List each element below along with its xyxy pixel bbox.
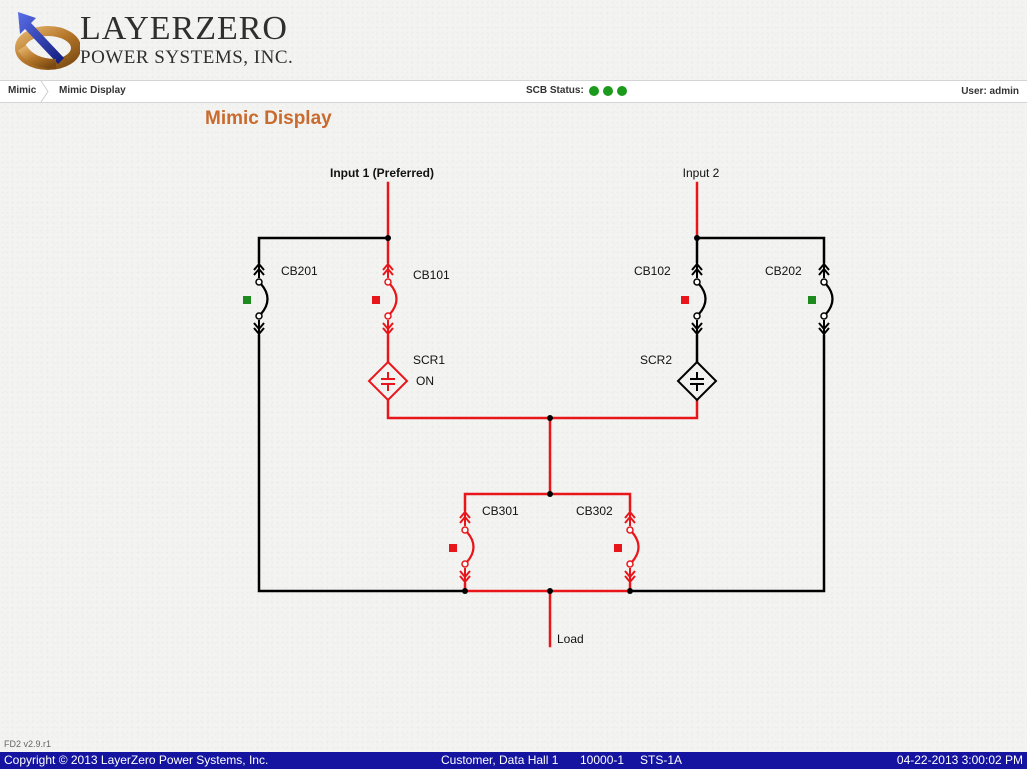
junction-dot [547, 491, 553, 497]
status-footer: Copyright © 2013 LayerZero Power Systems… [0, 752, 1027, 769]
input1-bypass-bus [257, 236, 390, 264]
cb302-breaker[interactable] [614, 510, 640, 584]
junction-dot [694, 235, 700, 241]
cb101-breaker[interactable] [372, 262, 398, 336]
cb201-label: CB201 [281, 264, 318, 278]
user-label: User: admin [961, 86, 1019, 97]
layerzero-logo-icon [15, 12, 80, 70]
unit-text: STS-1A [640, 753, 683, 767]
cb301-breaker[interactable] [449, 510, 475, 584]
input2-bypass-bus [695, 236, 826, 264]
page-title: Mimic Display [205, 108, 332, 129]
scr2-symbol[interactable] [676, 360, 718, 402]
cb202-label: CB202 [765, 264, 802, 278]
scr1-status: ON [416, 374, 434, 388]
scb-status-led [603, 86, 613, 96]
mimic-diagram: Input 1 (Preferred) Input 2 CB201 CB101 … [243, 166, 834, 648]
cb302-state-indicator [614, 544, 622, 552]
cb301-label: CB301 [482, 504, 519, 518]
cb201-breaker[interactable] [243, 262, 269, 336]
input1-label: Input 1 (Preferred) [330, 166, 434, 180]
breadcrumb-mimic-display[interactable]: Mimic Display [59, 85, 126, 96]
load-label: Load [557, 632, 584, 646]
junction-dot [627, 588, 633, 594]
brand-name: LAYERZERO [80, 10, 288, 47]
header: LAYERZERO POWER SYSTEMS, INC. [0, 0, 1027, 80]
junction-dot [547, 415, 553, 421]
version-label: FD2 v2.9.r1 [4, 739, 52, 749]
cb201-state-indicator [243, 296, 251, 304]
breadcrumb: Mimic Mimic Display SCB Status: User: ad… [0, 80, 1027, 103]
scb-status-label: SCB Status: [526, 85, 584, 96]
cb301-state-indicator [449, 544, 457, 552]
cb302-label: CB302 [576, 504, 613, 518]
input2-label: Input 2 [683, 166, 720, 180]
scr-output-bus [386, 398, 699, 420]
junction-dot [462, 588, 468, 594]
cb102-breaker[interactable] [681, 262, 707, 336]
brand-subtitle: POWER SYSTEMS, INC. [80, 47, 294, 68]
breadcrumb-chevron-icon [40, 81, 49, 102]
datetime-text: 04-22-2013 3:00:02 PM [896, 753, 1023, 767]
scr2-label: SCR2 [640, 353, 672, 367]
breadcrumb-mimic[interactable]: Mimic [8, 85, 37, 96]
scb-status-led [589, 86, 599, 96]
scr1-symbol[interactable] [367, 360, 409, 402]
copyright-text: Copyright © 2013 LayerZero Power Systems… [4, 753, 269, 767]
scb-status-led [617, 86, 627, 96]
cb202-state-indicator [808, 296, 816, 304]
cb102-label: CB102 [634, 264, 671, 278]
junction-dot [547, 588, 553, 594]
junction-dot [385, 235, 391, 241]
cb102-state-indicator [681, 296, 689, 304]
scr1-label: SCR1 [413, 353, 445, 367]
cb101-label: CB101 [413, 268, 450, 282]
site-text: Customer, Data Hall 1 [441, 753, 559, 767]
cb202-breaker[interactable] [808, 262, 834, 336]
serial-text: 10000-1 [580, 753, 625, 767]
cb101-state-indicator [372, 296, 380, 304]
